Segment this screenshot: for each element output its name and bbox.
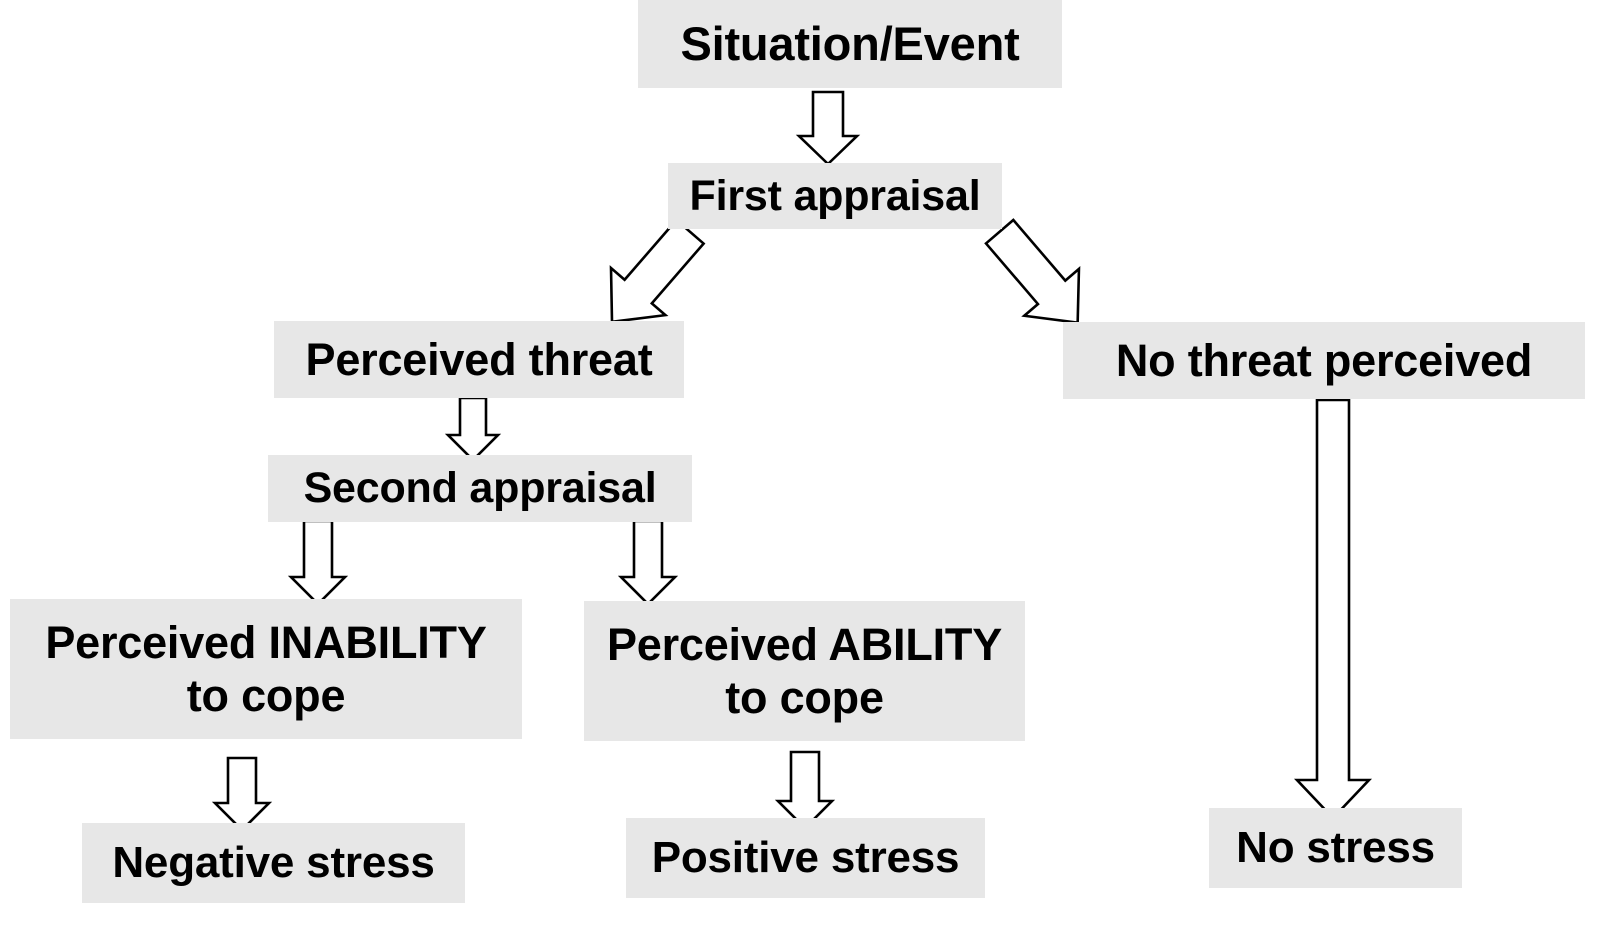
node-second-appraisal: Second appraisal [268,455,692,522]
arrow-first-appraisal-to-perceived-threat [605,214,710,328]
node-situation-event: Situation/Event [638,0,1062,88]
arrow-no-threat-to-no-stress [1291,394,1375,824]
arrow-second-appraisal-to-inability [285,515,351,610]
node-no-threat-perceived: No threat perceived [1063,322,1585,399]
arrow-situation-to-first-appraisal [793,86,863,170]
node-perceived-inability-to-cope: Perceived INABILITY to cope [10,599,522,739]
arrow-second-appraisal-to-ability [615,515,681,610]
node-negative-stress: Negative stress [82,823,465,903]
node-no-stress: No stress [1209,808,1462,888]
arrow-first-appraisal-to-no-threat [980,214,1085,329]
node-perceived-threat: Perceived threat [274,321,684,398]
node-positive-stress: Positive stress [626,818,985,898]
node-perceived-ability-to-cope: Perceived ABILITY to cope [584,601,1025,741]
node-first-appraisal: First appraisal [668,163,1002,229]
